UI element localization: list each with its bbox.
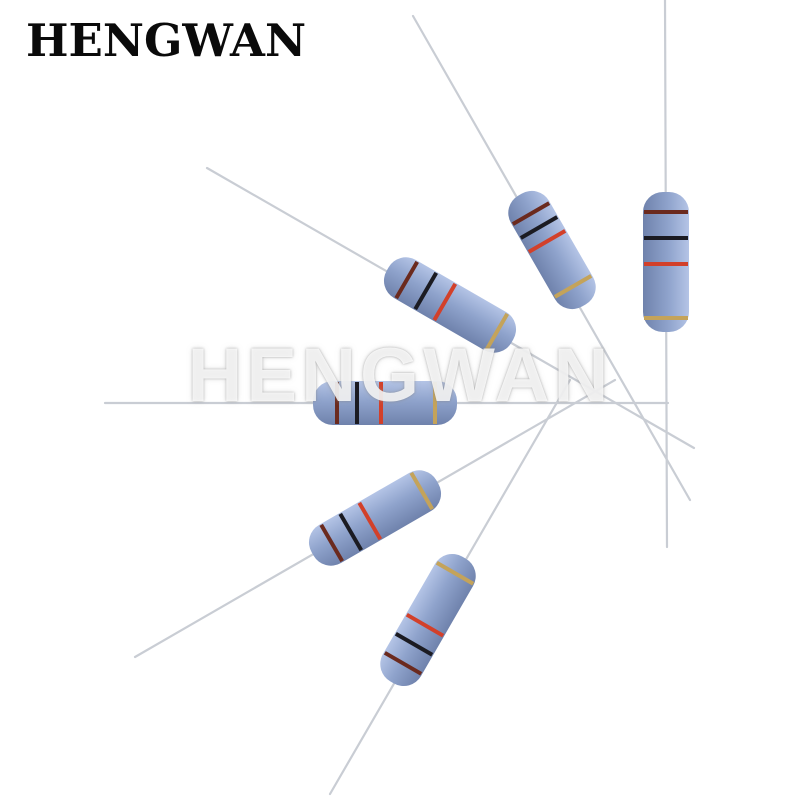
brand-logo: HENGWAN [26,14,307,67]
resistor-vertical [643,192,689,332]
resistor-lower-left [308,470,442,566]
resistor-horizontal [313,381,457,425]
brand-watermark: HENGWAN [187,333,613,418]
resistor-bottom [380,553,476,687]
resistor-upper-left [383,257,517,353]
resistor-upper [508,190,596,310]
